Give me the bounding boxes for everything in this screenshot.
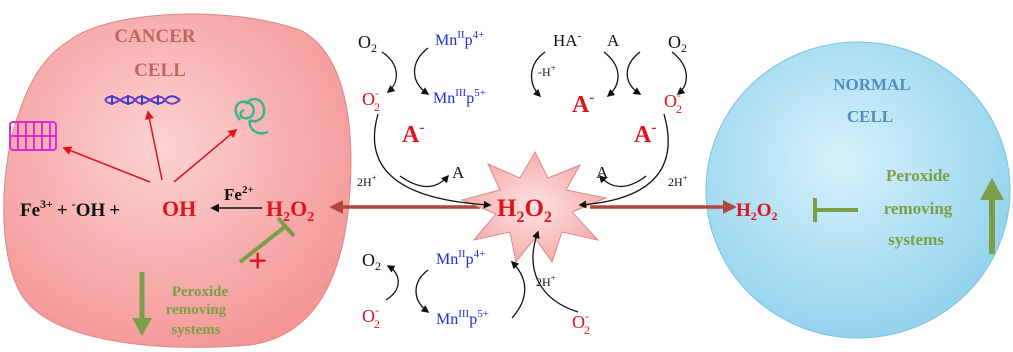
- cancer-peroxide-2: removing: [166, 302, 227, 318]
- top-a-minus-right: A-: [634, 120, 656, 148]
- bottom-cycle-arc-left: [385, 265, 399, 301]
- bottom-2h: 2H+: [536, 273, 556, 289]
- hydroxyl-radical: OH: [162, 196, 196, 221]
- bottom-o2-minus-right: O-2: [572, 309, 590, 337]
- cancer-peroxide-3: systems: [171, 322, 220, 338]
- top-mn-ii: MnIIp4+: [435, 29, 484, 49]
- cancer-inhibition-line: [238, 224, 288, 264]
- top-o2-minus-right: O-2: [664, 88, 682, 116]
- top-o2-minus-left: O-2: [362, 86, 380, 114]
- top-minus-h: -H+: [538, 63, 556, 79]
- cancer-cell-title-1: CANCER: [114, 26, 196, 47]
- bottom-mn-iii: MnIIIp5+: [436, 308, 489, 328]
- left-dismutation-curve: [373, 113, 492, 209]
- normal-cell-body: [705, 41, 1011, 339]
- normal-peroxide-3: systems: [888, 230, 944, 249]
- right-cycle-arc-left: [626, 51, 642, 95]
- top-ha: HA-: [553, 30, 582, 50]
- top-2h-right: 2H+: [668, 173, 688, 189]
- normal-peroxide-2: removing: [884, 199, 953, 218]
- top-a-minus-left: A-: [402, 120, 424, 148]
- cancer-inhibition-bar: [276, 216, 296, 238]
- protein-icon: [234, 97, 269, 135]
- fe2-label: Fe2+: [224, 184, 254, 204]
- normal-cell-title-1: NORMAL: [833, 75, 910, 94]
- top-o2-right: O2: [668, 32, 687, 55]
- top-a-minus-mid: A-: [572, 90, 594, 118]
- top-mn-iii: MnIIIp5+: [433, 87, 486, 107]
- top-cycle-arc-left: [381, 51, 397, 93]
- top-a-right: A: [596, 163, 609, 182]
- mid-cycle-arc-left: [530, 51, 546, 98]
- top-a: A: [607, 31, 620, 50]
- arrow-oh-dna: [145, 110, 163, 181]
- bottom-cycle-arc-right: [415, 269, 430, 313]
- membrane-icon: [9, 121, 57, 151]
- arrow-oh-protein: [173, 128, 238, 183]
- top-2h-left: 2H+: [357, 173, 377, 189]
- top-cycle-arc-right: [414, 47, 430, 95]
- arrow-oh-membrane: [62, 146, 151, 183]
- right-a-release-curve: [598, 174, 647, 188]
- bottom-o2: O2: [362, 250, 381, 273]
- right-cycle-arc-right: [671, 51, 687, 95]
- dna-icon: [104, 95, 181, 105]
- bottom-mn-curve: [510, 260, 526, 319]
- normal-h2o2: H2O2: [736, 200, 778, 223]
- cancer-h2o2: H2O2: [266, 196, 314, 225]
- bottom-mn-ii: MnIIp4+: [436, 248, 485, 268]
- left-a-release-curve: [399, 174, 450, 188]
- decrease-arrow-icon: [132, 272, 152, 336]
- cancer-cell-body: [3, 13, 352, 348]
- mid-cycle-arc-right: [603, 51, 619, 98]
- normal-cell-title-2: CELL: [847, 107, 893, 126]
- top-o2-left: O2: [358, 32, 377, 55]
- fenton-products: Fe3++-OH+: [20, 197, 120, 221]
- red-plus-mark: +: [248, 243, 267, 280]
- cancer-peroxide-1: Peroxide: [172, 284, 229, 300]
- cancer-cell-title-2: CELL: [134, 60, 186, 81]
- center-h2o2: H2O2: [497, 195, 552, 226]
- bottom-dismutation-curve: [532, 230, 579, 313]
- bottom-o2-minus-left: O-2: [362, 303, 380, 331]
- right-dismutation-curve: [578, 113, 669, 209]
- increase-arrow-icon: [980, 178, 1004, 254]
- top-a-left: A: [452, 163, 465, 182]
- normal-peroxide-1: Peroxide: [886, 166, 950, 185]
